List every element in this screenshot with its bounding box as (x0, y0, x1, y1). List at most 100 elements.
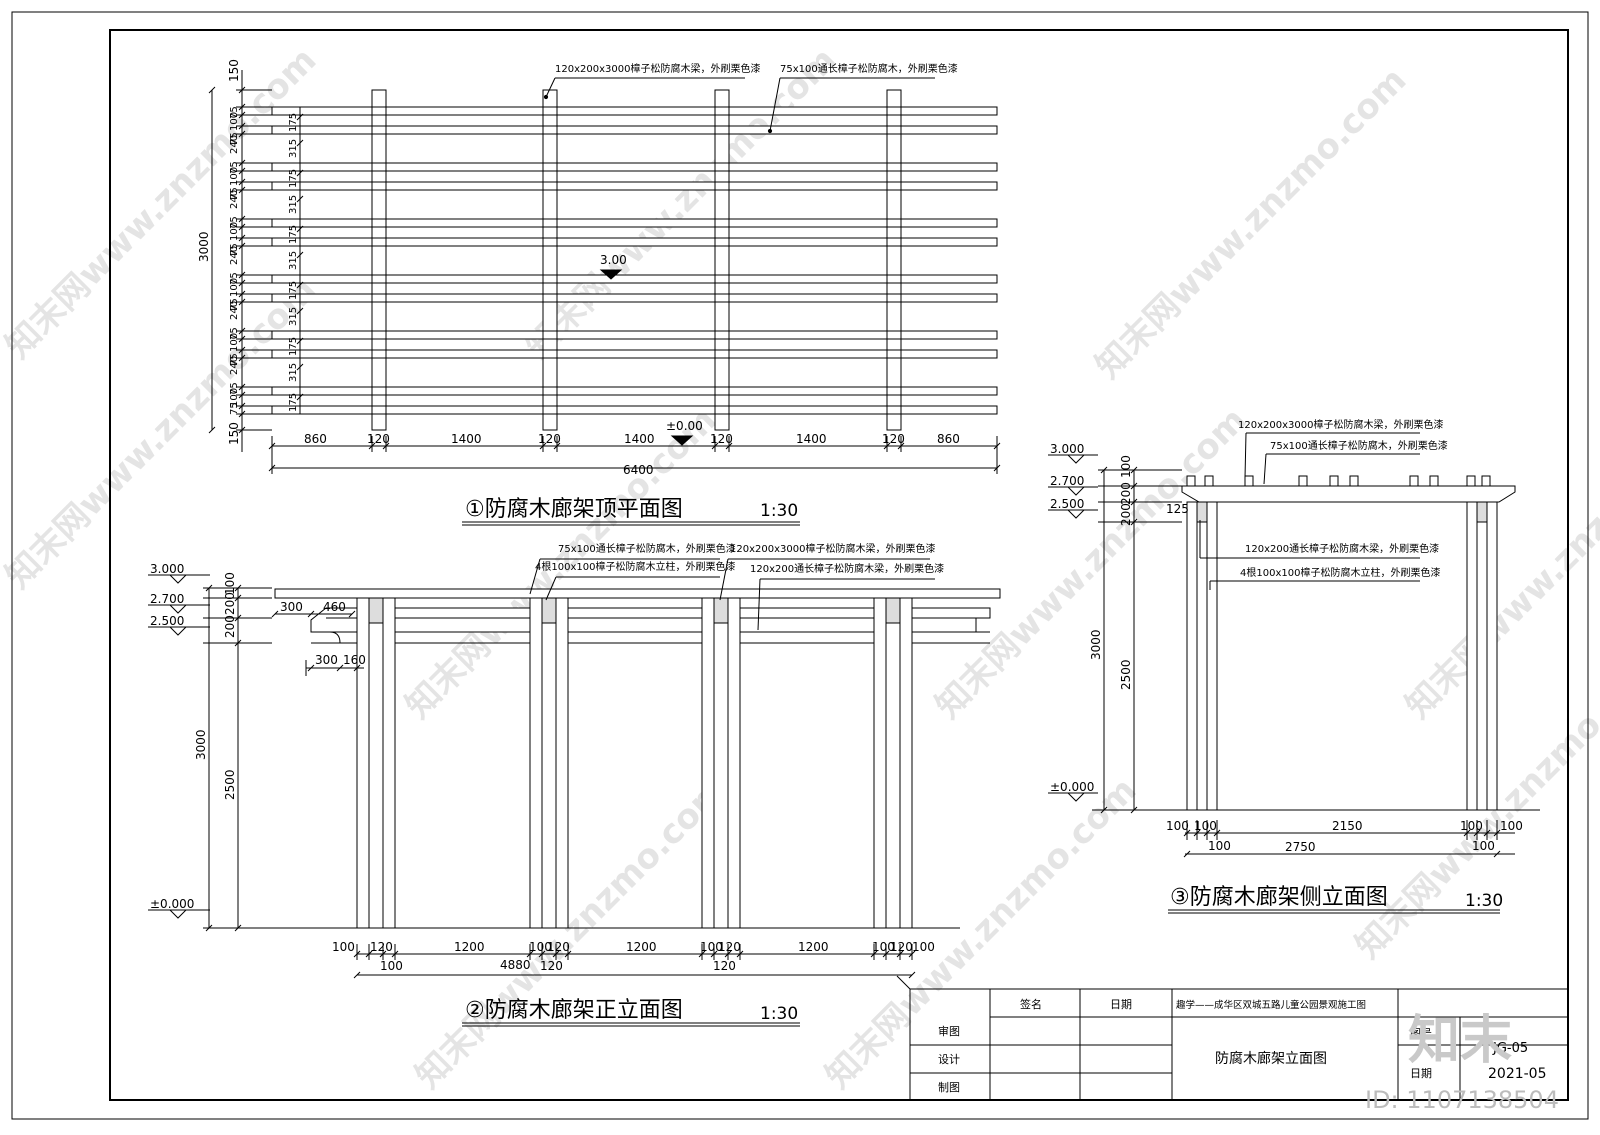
side-note-beam: 120x200x3000樟子松防腐木梁，外刷栗色漆 (1238, 418, 1443, 431)
dim-tick (296, 393, 304, 401)
side-left-dim: 200 (1119, 482, 1133, 505)
dim-tick (353, 950, 361, 958)
front-beam-section (885, 597, 901, 624)
dim-tick (1130, 518, 1138, 526)
side-rafter-block (1349, 475, 1359, 487)
side-level-marker (1066, 509, 1086, 519)
front-total-x: 4880 (500, 958, 531, 972)
front-left-dim: 3000 (194, 729, 208, 760)
plan-level-marker (670, 435, 694, 446)
dim-tick (353, 664, 361, 672)
side-note-rafter: 75x100通长樟子松防腐木，外刷栗色漆 (1270, 439, 1448, 452)
dim-tick (353, 971, 361, 979)
plan-total-x: 6400 (623, 463, 654, 477)
dim-tick (208, 86, 216, 94)
front-level-marker (168, 626, 188, 636)
front-post-inner (368, 597, 384, 929)
plan-rafter (271, 330, 998, 340)
leader-dot (543, 94, 549, 100)
side-rafter-block (1481, 475, 1491, 487)
plan-left-edge-bottom: 150 (227, 422, 241, 445)
plan-gap-dim: 315 (288, 363, 299, 382)
plan-leader (545, 77, 556, 98)
plan-view: 7510075240751007524075100752407510075240… (208, 70, 1001, 526)
front-post-inner (541, 597, 557, 929)
plan-rafter (271, 405, 998, 415)
leader (529, 558, 541, 595)
plan-level-marker (599, 269, 623, 280)
plan-left-dim: 240 (229, 246, 240, 265)
dim-tick (538, 950, 546, 958)
side-post (1186, 501, 1198, 811)
dim-tick (296, 251, 304, 259)
side-total-x: 2750 (1285, 840, 1316, 854)
front-bottom-dim: 120 (890, 940, 913, 954)
side-level-marker (1066, 486, 1086, 496)
plan-rafter (271, 293, 998, 303)
dim-tick (368, 442, 376, 450)
front-post-outer (356, 597, 370, 929)
dim-tick (564, 950, 572, 958)
dim-tick (234, 614, 242, 622)
plan-left-dim: 100 (229, 388, 240, 407)
front-level-text: ±0.000 (150, 897, 194, 911)
dim-tick (296, 307, 304, 315)
plan-left-dim: 75 (229, 298, 240, 311)
plan-left-total: 3000 (197, 231, 211, 262)
side-post (1466, 501, 1478, 811)
plan-gap-dim: 315 (288, 139, 299, 158)
side-rafter-block (1409, 475, 1419, 487)
side-level-marker (1066, 792, 1086, 802)
dim-tick (1130, 498, 1138, 506)
front-post-inner (713, 597, 729, 929)
tb-no-value: JG-05 (1492, 1041, 1528, 1056)
dim-tick (1183, 829, 1191, 837)
plan-gap-dim: 175 (288, 393, 299, 412)
plan-note-beam: 120x200x3000樟子松防腐木梁，外刷栗色漆 (555, 62, 760, 75)
dim-tick (382, 442, 390, 450)
front-note-beam: 120x200x3000樟子松防腐木梁，外刷栗色漆 (730, 542, 935, 555)
dim-tick (1203, 829, 1211, 837)
dim-tick (1100, 466, 1108, 474)
tb-design: 设计 (938, 1053, 960, 1066)
plan-left-dim: 100 (229, 222, 240, 241)
side-level-marker (1066, 454, 1086, 464)
front-left-dim: 2500 (223, 769, 237, 800)
dim-tick (296, 337, 304, 345)
inner-border (109, 29, 1569, 1101)
dim-tick (205, 924, 213, 932)
side-sub-dim: 100 (1472, 839, 1495, 853)
front-overhang-dim: 460 (323, 600, 346, 614)
front-post-outer (727, 597, 741, 929)
front-beam-section (541, 597, 557, 624)
side-rafter-block (1204, 475, 1214, 487)
plan-beam (371, 89, 387, 431)
outer-border (11, 11, 1589, 1120)
side-level-text: ±0.000 (1050, 780, 1094, 794)
plan-level-ground: ±0.00 (666, 419, 703, 433)
side-rafter-block (1429, 475, 1439, 487)
side-title: ③防腐木廊架侧立面图 (1170, 885, 1388, 910)
front-bottom-dim: 120 (547, 940, 570, 954)
plan-bottom-dim: 1400 (796, 432, 827, 446)
dim-tick (711, 442, 719, 450)
plan-left-dim: 75 (229, 382, 240, 395)
tb-date-value: 2021-05 (1488, 1066, 1547, 1082)
front-sub-dim: 100 (380, 959, 403, 973)
side-top-beam (1181, 485, 1516, 503)
dim-tick (552, 950, 560, 958)
plan-rafter (271, 181, 998, 191)
side-elevation: 3.0002.7002.500±0.0001002002003000250012… (1048, 432, 1540, 914)
dim-tick (883, 442, 891, 450)
front-elevation: 3.0002.7002.500±0.0001002002003000250030… (148, 558, 1001, 1027)
dim-tick (882, 950, 890, 958)
tb-sign: 签名 (1020, 997, 1042, 1011)
plan-gap-dim: 315 (288, 195, 299, 214)
side-post (1486, 501, 1498, 811)
front-post-outer (873, 597, 887, 929)
front-bracket (311, 631, 341, 644)
front-level-text: 2.700 (150, 592, 184, 606)
side-bottom-dim: 100 (1166, 819, 1189, 833)
tb-review: 审图 (938, 1024, 960, 1038)
side-level-text: 3.000 (1050, 442, 1084, 456)
